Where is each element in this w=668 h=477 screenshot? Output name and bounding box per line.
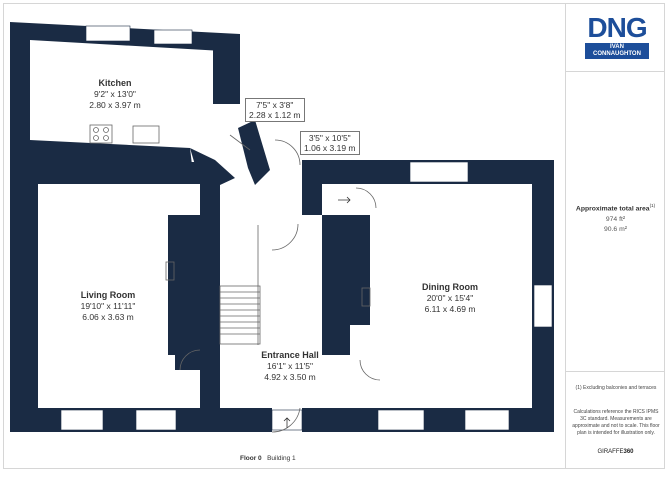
room-label-entrance-hall: Entrance Hall 16'1" x 11'5" 4.92 x 3.50 … — [240, 350, 340, 383]
dining-window-top — [409, 161, 469, 183]
area-footnote-mark: (1) — [649, 203, 656, 208]
dining-window-1 — [377, 409, 425, 431]
living-east-wall-step — [175, 355, 205, 370]
room-name: Living Room — [80, 290, 136, 300]
corridor-diagonal-wall-b — [238, 120, 270, 185]
front-door-arrow — [283, 417, 291, 428]
logo-sub1: IVAN — [610, 44, 624, 50]
living-west-wall — [10, 162, 38, 430]
sink — [132, 125, 160, 144]
brand-prefix: GIRAFFE — [597, 449, 624, 455]
info-sidebar: DNG IVAN CONNAUGHTON Approximate total a… — [565, 3, 665, 469]
corridor-door-arc — [274, 139, 301, 166]
fixtures — [89, 124, 381, 433]
windows — [60, 25, 553, 431]
floor-footer: Floor 0 Building 1 — [240, 455, 296, 462]
room-imperial: 16'1" x 11'5" — [267, 361, 313, 371]
room-metric: 1.06 x 3.19 m — [304, 143, 356, 153]
dining-south-wall — [346, 408, 554, 432]
kitchen-south-wall — [10, 140, 192, 165]
cupboard-arrow — [338, 196, 351, 204]
room-name: Kitchen — [98, 78, 132, 88]
giraffe-brand: GIRAFFE360 — [566, 449, 665, 455]
cupboard-door-arc — [355, 187, 377, 209]
room-label-dining: Dining Room 20'0" x 15'4" 6.11 x 4.69 m — [400, 282, 500, 315]
living-window-1 — [60, 409, 104, 431]
logo-sub2: CONNAUGHTON — [593, 51, 641, 57]
kitchen-window-2 — [153, 29, 193, 45]
living-north-wall — [38, 162, 200, 184]
notes-panel: (1) Excluding balconies and terraces Cal… — [566, 371, 665, 469]
room-name: Dining Room — [422, 282, 478, 292]
floor-plan-drawing — [10, 22, 554, 433]
walls — [10, 22, 554, 432]
living-door-arc — [179, 349, 201, 371]
area-title: Approximate total area — [575, 205, 650, 213]
room-label-corridor: 3'5" x 10'5" 1.06 x 3.19 m — [300, 131, 360, 155]
staircase — [219, 285, 261, 345]
room-label-kitchen: Kitchen 9'2" x 13'0" 2.80 x 3.97 m — [60, 78, 170, 111]
dining-door-arc — [359, 359, 381, 381]
hob-ring-3 — [93, 135, 99, 141]
area-sqft: 974 ft² — [605, 216, 626, 224]
living-south-wall — [10, 408, 220, 432]
room-name: Entrance Hall — [261, 350, 319, 360]
exclusion-note: (1) Excluding balconies and terraces — [575, 385, 657, 391]
hall-door-arc — [271, 223, 299, 251]
living-chimney-breast — [168, 215, 208, 355]
hob-ring-4 — [103, 135, 109, 141]
disclaimer: Calculations reference the RICS IPMS 3C … — [572, 409, 660, 436]
room-metric: 2.28 x 1.12 m — [249, 110, 301, 120]
area-sqm: 90.6 m² — [603, 226, 628, 234]
living-fireplace — [165, 261, 175, 281]
kitchen-east-wall — [213, 34, 240, 104]
room-imperial: 20'0" x 15'4" — [426, 293, 474, 303]
dining-fireplace-block — [322, 215, 370, 325]
room-imperial: 9'2" x 13'0" — [94, 89, 136, 99]
room-imperial: 19'10" x 11'11" — [80, 301, 136, 311]
hob — [89, 124, 113, 144]
dining-window-2 — [464, 409, 510, 431]
room-metric: 2.80 x 3.97 m — [89, 100, 141, 110]
room-metric: 6.06 x 3.63 m — [82, 312, 134, 322]
brand-suffix: 360 — [623, 449, 634, 455]
dng-logo: DNG IVAN CONNAUGHTON — [585, 13, 649, 59]
room-imperial: 7'5" x 3'8" — [256, 100, 294, 110]
hall-south-wall-left — [220, 408, 272, 432]
room-metric: 6.11 x 4.69 m — [424, 304, 476, 314]
front-door-arc — [271, 407, 301, 433]
room-imperial: 3'5" x 10'5" — [308, 133, 351, 143]
hob-ring-1 — [93, 127, 99, 133]
room-label-living: Living Room 19'10" x 11'11" 6.06 x 3.63 … — [48, 290, 168, 323]
floor-label: Floor 0 — [240, 455, 262, 462]
logo-panel: DNG IVAN CONNAUGHTON — [566, 3, 665, 72]
room-label-wc: 7'5" x 3'8" 2.28 x 1.12 m — [245, 98, 305, 122]
floor-plan: Kitchen 9'2" x 13'0" 2.80 x 3.97 m Livin… — [10, 22, 554, 462]
corridor-diagonal-wall-a — [190, 148, 235, 185]
kitchen-window-1 — [85, 25, 131, 42]
cupboard-wall — [302, 160, 322, 215]
building-label: Building 1 — [267, 455, 296, 462]
logo-brand: DNG — [587, 12, 647, 43]
living-window-2 — [135, 409, 177, 431]
room-metric: 4.92 x 3.50 m — [264, 372, 316, 382]
wc-door — [229, 134, 251, 151]
hob-ring-2 — [103, 127, 109, 133]
dining-fireplace — [361, 287, 371, 307]
area-panel: Approximate total area(1) 974 ft² 90.6 m… — [566, 71, 665, 372]
entry-arrows — [283, 196, 351, 428]
logo-subbar: IVAN CONNAUGHTON — [585, 43, 649, 59]
dining-window-east — [533, 284, 553, 328]
